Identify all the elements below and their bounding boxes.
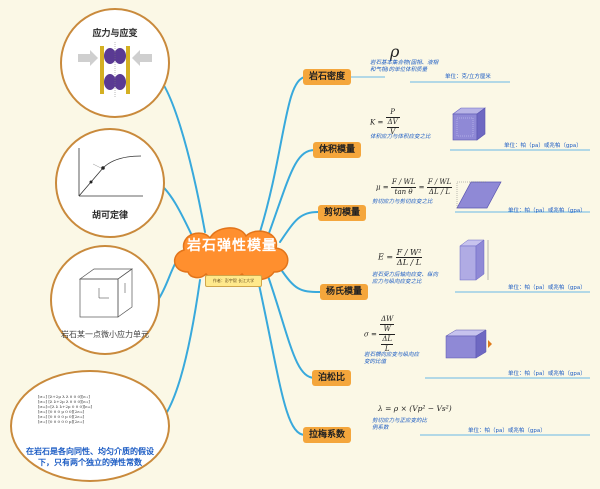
circle-stress-element-caption: 岩石某一点微小应力单元 (61, 330, 149, 339)
young-desc: 岩石受力后轴向应变、纵向应力与纵向应变之比 (372, 272, 439, 285)
circle-stress-strain-title: 应力与应变 (92, 29, 138, 39)
link-lame (257, 279, 346, 436)
circle-hooke: 胡可定律 (55, 128, 165, 238)
lame-desc: 剪切应力与正应变的比例系数 (372, 418, 428, 431)
author-tag: 作者：彭宇毅 长江大学 (205, 275, 262, 287)
young-unit: 单位：帕（pa）或兆帕（gpa） (508, 285, 586, 291)
topic-lame-coefficient[interactable]: 拉梅系数 (303, 427, 352, 443)
central-topic[interactable]: 岩石弹性模量 (168, 222, 296, 286)
elastic-constants-note: 在岩石是各向同性、均匀介质的假设下，只有两个独立的弹性常数 (26, 447, 154, 467)
density-desc: 岩石基本集合物(固相、液相和气相)的单位体积质量 (370, 60, 439, 73)
central-title: 岩石弹性模量 (187, 238, 277, 254)
poisson-block-icon (445, 329, 492, 359)
density-unit: 单位：克/立方厘米 (445, 74, 491, 80)
shear-desc: 剪切应力与剪切应变之比 (372, 199, 433, 205)
circle-stress-element: 岩石某一点微小应力单元 (50, 245, 160, 355)
poisson-desc: 岩石横向应变与纵向应变的比值 (364, 352, 420, 365)
topic-bulk-modulus[interactable]: 体积模量 (313, 142, 362, 158)
lame-formula: λ = ρ × (Vp² − Vs²) (378, 404, 452, 413)
poisson-unit: 单位：帕（pa）或兆帕（gpa） (508, 371, 586, 377)
elastic-matrix: [σ₁₁] [λ+2μ λ λ 0 0 0][ε₁₁] [σ₂₂] [λ λ+2… (38, 394, 93, 424)
shear-unit: 单位：帕（pa）或兆帕（gpa） (508, 208, 586, 214)
link-young (279, 267, 361, 293)
topic-shear-modulus[interactable]: 剪切模量 (318, 205, 367, 221)
circle-hooke-title: 胡可定律 (91, 211, 128, 221)
shear-parallelogram-icon (456, 181, 502, 209)
lame-unit: 单位：帕（pa）或兆帕（gpa） (468, 428, 546, 434)
circle-elastic-matrix: [σ₁₁] [λ+2μ λ λ 0 0 0][ε₁₁] [σ₂₂] [λ λ+2… (10, 370, 170, 482)
bulk-unit: 单位：帕（pa）或兆帕（gpa） (504, 143, 582, 149)
topic-density[interactable]: 岩石密度 (303, 69, 352, 85)
young-prism-icon (459, 239, 489, 281)
hooke-curve-icon (78, 148, 143, 197)
circle-stress-strain: 应力与应变 (60, 8, 170, 118)
stress-strain-illustration (78, 42, 152, 98)
link-shear (279, 211, 359, 243)
bulk-cube-icon (452, 107, 486, 141)
link-density (259, 76, 346, 233)
stress-cube-icon (78, 268, 134, 318)
density-symbol: ρ (390, 42, 400, 61)
topic-poisson-ratio[interactable]: 泊松比 (312, 370, 352, 386)
topic-young-modulus[interactable]: 杨氏模量 (320, 284, 369, 300)
bulk-desc: 体积应力与体积应变之比 (370, 134, 431, 140)
